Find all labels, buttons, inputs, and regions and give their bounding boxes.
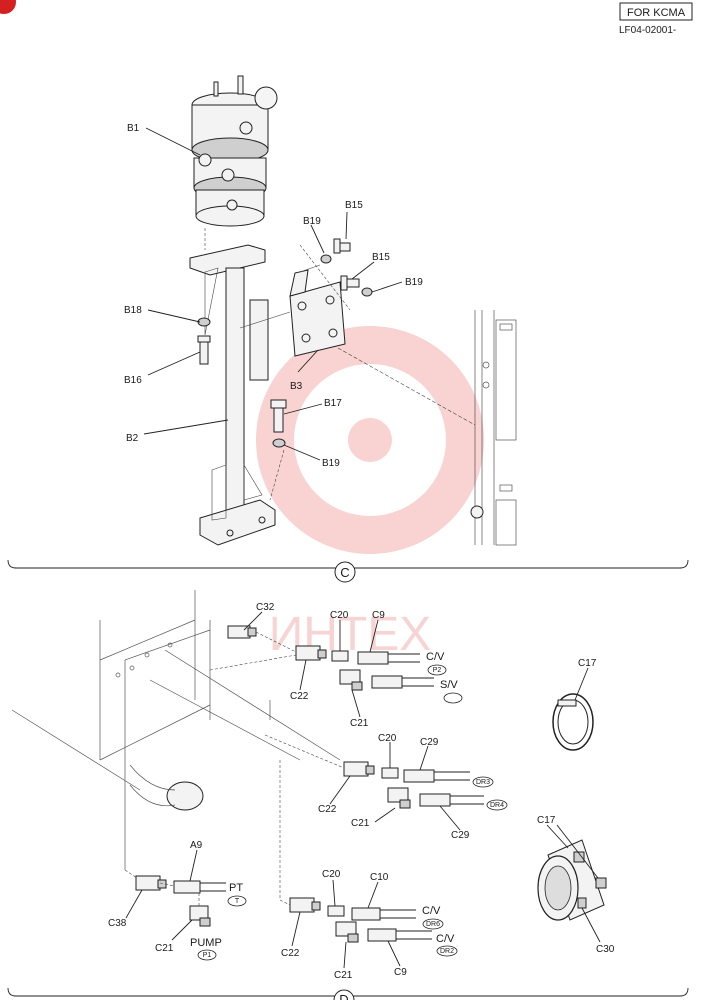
label-b19-c: B19 xyxy=(322,458,340,469)
label-b16: B16 xyxy=(124,375,142,386)
tag-dr4: DR4 xyxy=(490,802,504,809)
label-sv: S/V xyxy=(440,679,458,691)
label-b2: B2 xyxy=(126,433,139,444)
label-b19-a: B19 xyxy=(303,216,321,227)
tag-dr3: DR3 xyxy=(476,779,490,786)
fitting-c22-b xyxy=(343,761,375,777)
label-c20-b: C20 xyxy=(378,733,397,744)
watermark-gear-icon xyxy=(256,326,484,554)
bolt-b16 xyxy=(197,335,211,365)
hose-c30 xyxy=(537,839,607,921)
valve-assembly-b1 xyxy=(191,75,278,227)
fitting-c20-b xyxy=(381,767,399,779)
hose-c10 xyxy=(351,907,416,921)
hose-c29-a xyxy=(403,769,470,783)
sv-tag-icon xyxy=(443,692,463,704)
label-c21-c: C21 xyxy=(155,943,174,954)
label-cv-b: C/V xyxy=(422,905,441,917)
label-c22-c: C22 xyxy=(281,948,300,959)
label-b17: B17 xyxy=(324,398,342,409)
label-c17-b: C17 xyxy=(537,815,556,826)
label-c29-b: C29 xyxy=(451,830,470,841)
hose-sv xyxy=(371,675,434,689)
bolt-b17 xyxy=(270,399,287,433)
label-b15-b: B15 xyxy=(372,252,390,263)
label-c20-a: C20 xyxy=(330,610,349,621)
label-b1: B1 xyxy=(127,123,140,134)
fitting-c21-a xyxy=(339,669,363,691)
label-c21-a: C21 xyxy=(350,718,369,729)
tag-dr6: DR6 xyxy=(426,921,440,928)
label-b18: B18 xyxy=(124,305,142,316)
hose-c9-b xyxy=(367,928,432,942)
hose-c9-a xyxy=(357,651,420,665)
fitting-c20-c xyxy=(327,905,345,917)
washer-b19-b xyxy=(361,287,373,297)
fitting-c21-d xyxy=(335,921,359,943)
label-a9: A9 xyxy=(190,840,203,851)
tag-p1: P1 xyxy=(203,952,212,959)
label-cv-c: C/V xyxy=(436,933,455,945)
bolt-b15-a xyxy=(333,238,351,254)
machine-frame-left xyxy=(11,590,341,900)
label-c22-a: C22 xyxy=(290,691,309,702)
fitting-c22-a xyxy=(295,645,327,661)
section-c-marker: C xyxy=(340,565,349,580)
header-badge-box xyxy=(619,2,693,21)
label-c21-d: C21 xyxy=(334,970,353,981)
hose-band-c17 xyxy=(552,693,594,751)
tag-dr2: DR2 xyxy=(440,948,454,955)
label-b15-a: B15 xyxy=(345,200,363,211)
corner-badge-icon xyxy=(0,0,16,14)
washer-b19-a xyxy=(320,254,332,264)
header-code: LF04-02001- xyxy=(619,25,676,36)
machine-frame-right xyxy=(470,310,517,546)
label-c22-b: C22 xyxy=(318,804,337,815)
label-pump: PUMP xyxy=(190,937,222,949)
fitting-c21-b xyxy=(387,787,411,809)
stand-b2 xyxy=(189,244,276,546)
fitting-c20-a xyxy=(331,650,349,662)
section-c-marker-circle xyxy=(334,561,356,583)
hose-a9 xyxy=(173,880,226,894)
label-c20-c: C20 xyxy=(322,869,341,880)
bracket-b3 xyxy=(289,269,346,357)
label-cv-a: C/V xyxy=(426,651,445,663)
header-badge: FOR KCMA xyxy=(627,7,686,19)
tag-p2: P2 xyxy=(433,667,442,674)
label-c32: C32 xyxy=(256,602,275,613)
label-c9-a: C9 xyxy=(372,610,385,621)
fitting-c22-c xyxy=(289,897,321,913)
label-c17-a: C17 xyxy=(578,658,597,669)
label-b3: B3 xyxy=(290,381,303,392)
watermark-text: ИНТЕХ xyxy=(269,608,432,661)
tag-t: T xyxy=(235,898,240,905)
fitting-c21-c xyxy=(189,905,211,927)
label-c10: C10 xyxy=(370,872,389,883)
label-b19-b: B19 xyxy=(405,277,423,288)
hose-c29-b xyxy=(419,793,484,807)
section-d-marker: D xyxy=(339,992,348,1000)
label-pt: PT xyxy=(229,882,243,894)
label-c21-b: C21 xyxy=(351,818,370,829)
fitting-c32 xyxy=(227,625,257,639)
label-c9-b: C9 xyxy=(394,967,407,978)
washer-b19-c xyxy=(272,438,286,448)
fitting-c38 xyxy=(135,875,167,891)
label-c29-a: C29 xyxy=(420,737,439,748)
bolt-b15-b xyxy=(340,275,360,291)
label-c38: C38 xyxy=(108,918,127,929)
label-c30: C30 xyxy=(596,944,615,955)
